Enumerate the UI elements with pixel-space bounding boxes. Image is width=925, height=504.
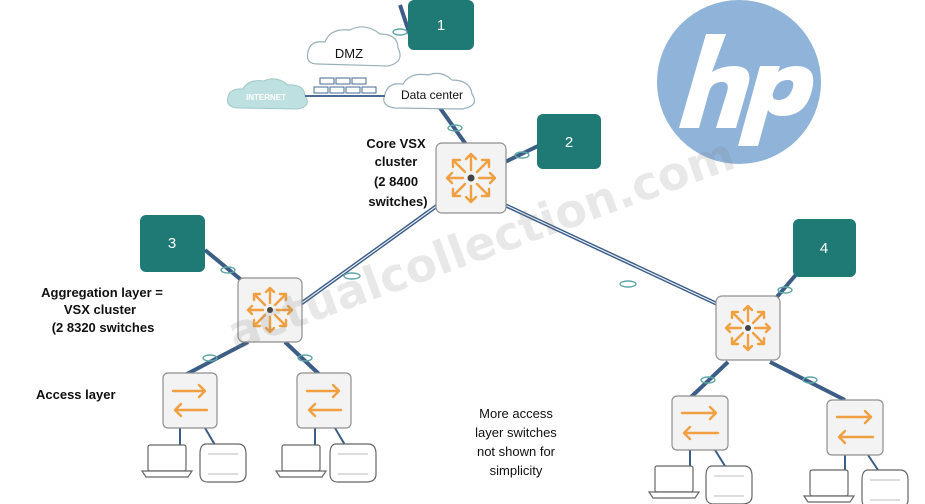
link-agg-access4 xyxy=(769,360,846,402)
laptop-icon xyxy=(274,444,328,478)
link-agg-access3 xyxy=(688,360,730,400)
core-vsx-switch xyxy=(435,142,507,214)
access-switch-1 xyxy=(162,372,218,429)
access-layer-label: Access layer xyxy=(36,387,116,402)
access-point-icon xyxy=(861,469,909,504)
svg-text:Core VSX: Core VSX xyxy=(366,136,426,151)
svg-text:cluster: cluster xyxy=(375,154,418,169)
internet-label: INTERNET xyxy=(246,93,286,102)
data-center-label: Data center xyxy=(401,88,463,102)
svg-text:layer switches: layer switches xyxy=(475,425,557,440)
firewall-icon xyxy=(305,77,385,97)
access-switch-3 xyxy=(671,395,729,451)
dmz-label: DMZ xyxy=(335,46,363,61)
svg-text:switches): switches) xyxy=(368,194,427,209)
core-vsx-label: Core VSX cluster (2 8400 switches) xyxy=(366,136,427,209)
link-badge3-agg xyxy=(203,248,247,285)
aggregation-layer-label: Aggregation layer = VSX cluster (2 8320 … xyxy=(41,285,163,335)
svg-text:simplicity: simplicity xyxy=(490,463,543,478)
svg-text:2: 2 xyxy=(565,134,573,151)
access-switch-2 xyxy=(296,372,352,429)
access-note: More access layer switches not shown for… xyxy=(475,406,557,478)
hp-logo xyxy=(657,0,821,164)
svg-text:More access: More access xyxy=(479,406,553,421)
laptop-icon xyxy=(140,444,194,478)
aggregation-switch-right xyxy=(715,295,781,361)
access-point-icon xyxy=(705,465,753,504)
svg-text:3: 3 xyxy=(168,235,176,252)
link-agg-access2 xyxy=(283,340,322,377)
svg-text:(2 8400: (2 8400 xyxy=(374,174,418,189)
badge-1: 1 xyxy=(408,0,474,50)
laptop-icon xyxy=(647,465,701,499)
badge-4: 4 xyxy=(793,219,856,277)
internet-cloud: INTERNET xyxy=(227,78,308,110)
svg-text:1: 1 xyxy=(437,17,445,34)
svg-text:4: 4 xyxy=(820,240,828,257)
laptop-icon xyxy=(802,469,856,503)
svg-text:(2 8320 switches: (2 8320 switches xyxy=(52,320,155,335)
aggregation-switch-left xyxy=(237,277,303,343)
svg-text:Aggregation layer =: Aggregation layer = xyxy=(41,285,163,300)
link-core-badge2 xyxy=(504,143,541,164)
svg-text:VSX cluster: VSX cluster xyxy=(64,302,136,317)
access-point-icon xyxy=(199,443,247,483)
access-point-icon xyxy=(329,443,377,483)
data-center-cloud: Data center xyxy=(383,72,475,110)
access-switch-4 xyxy=(826,399,884,456)
dmz-cloud: DMZ xyxy=(306,26,401,67)
badge-3: 3 xyxy=(140,215,205,272)
badge-2: 2 xyxy=(537,114,601,169)
network-links xyxy=(179,4,879,471)
svg-text:not shown for: not shown for xyxy=(477,444,556,459)
